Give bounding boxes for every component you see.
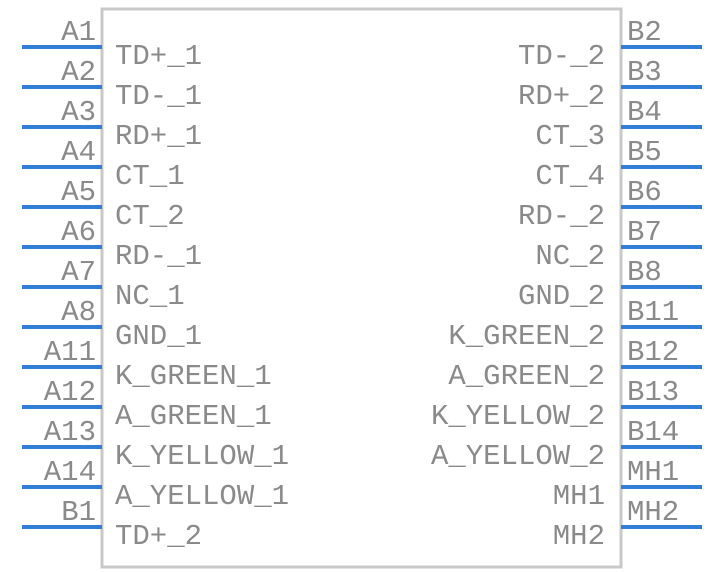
pin-number: B11: [627, 296, 679, 329]
pin-label: RD+_1: [115, 120, 202, 153]
pin-label: MH2: [553, 520, 605, 553]
pin-number: A2: [61, 56, 96, 89]
component-body: [100, 7, 623, 569]
pin-number: B7: [627, 216, 662, 249]
pin-number: B3: [627, 56, 662, 89]
pin-number: A8: [61, 296, 96, 329]
pin-label: TD+_2: [115, 520, 202, 553]
pin-label: CT_2: [115, 200, 185, 233]
pin-label: MH1: [553, 480, 605, 513]
pin-label: A_YELLOW_1: [115, 480, 289, 513]
pin-number: A3: [61, 96, 96, 129]
pin-label: A_GREEN_1: [115, 400, 272, 433]
pin-label: TD-_2: [518, 40, 605, 73]
pin-label: K_YELLOW_2: [431, 400, 605, 433]
pin-label: K_GREEN_1: [115, 360, 272, 393]
pin-number: A6: [61, 216, 96, 249]
pin-label: TD+_1: [115, 40, 202, 73]
pin-label: A_YELLOW_2: [431, 440, 605, 473]
pin-number: B5: [627, 136, 662, 169]
left-pin-group: A1TD+_1A2TD-_1A3RD+_1A4CT_1A5CT_2A6RD-_1…: [22, 16, 289, 553]
pin-label: CT_3: [535, 120, 605, 153]
pin-number: MH1: [627, 456, 679, 489]
pin-number: A4: [61, 136, 96, 169]
pin-number: MH2: [627, 496, 679, 529]
pin-number: B2: [627, 16, 662, 49]
pin-label: RD-_2: [518, 200, 605, 233]
pin-label: TD-_1: [115, 80, 202, 113]
pin-label: CT_4: [535, 160, 605, 193]
pin-number: A11: [44, 336, 96, 369]
pin-label: A_GREEN_2: [448, 360, 605, 393]
pin-number: A7: [61, 256, 96, 289]
pin-number: B4: [627, 96, 662, 129]
pin-number: A5: [61, 176, 96, 209]
pin-number: B1: [61, 496, 96, 529]
pin-number: A14: [44, 456, 96, 489]
pin-number: A13: [44, 416, 96, 449]
pin-label: NC_1: [115, 280, 185, 313]
pin-label: RD+_2: [518, 80, 605, 113]
pin-label: RD-_1: [115, 240, 202, 273]
pin-number: B14: [627, 416, 679, 449]
pin-label: K_GREEN_2: [448, 320, 605, 353]
pin-number: A12: [44, 376, 96, 409]
pin-label: CT_1: [115, 160, 185, 193]
pin-number: B8: [627, 256, 662, 289]
pin-number: B6: [627, 176, 662, 209]
pin-label: GND_2: [518, 280, 605, 313]
pin-label: NC_2: [535, 240, 605, 273]
pin-label: K_YELLOW_1: [115, 440, 289, 473]
pin-number: B12: [627, 336, 679, 369]
pin-number: A1: [61, 16, 96, 49]
pin-number: B13: [627, 376, 679, 409]
pin-label: GND_1: [115, 320, 202, 353]
